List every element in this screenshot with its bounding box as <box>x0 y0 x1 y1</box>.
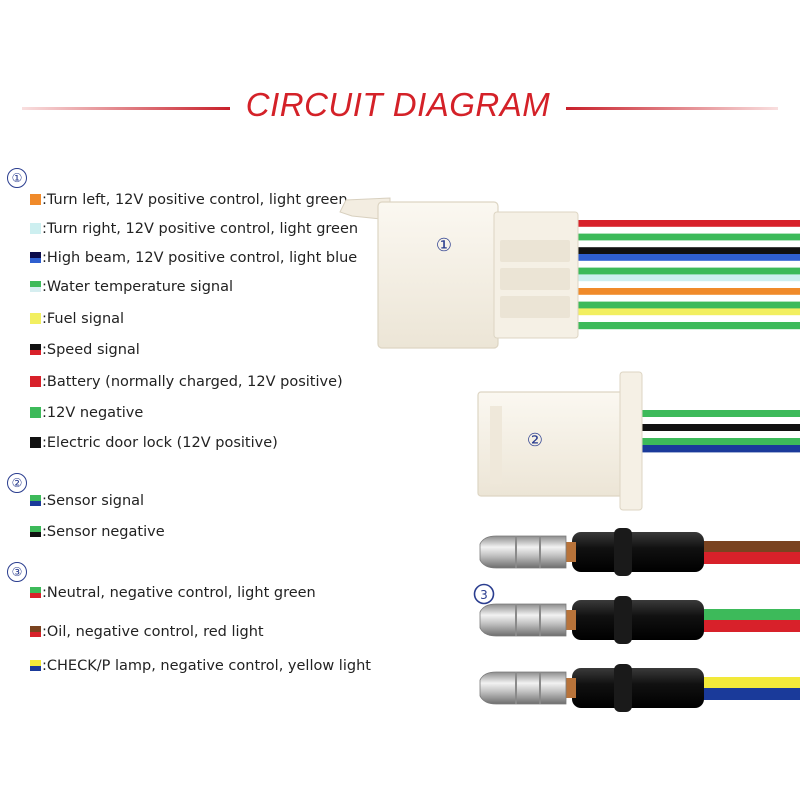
connector-1-slot <box>500 296 570 318</box>
wire-c2 <box>628 410 800 418</box>
wire-color-swatch <box>30 495 41 506</box>
wire-c2 <box>628 445 800 453</box>
wire-c1 <box>572 315 800 323</box>
heat-shrink-collar <box>614 528 632 576</box>
connector-1-body <box>377 201 499 349</box>
wire-c1 <box>572 233 800 241</box>
legend-label: :Speed signal <box>42 342 140 358</box>
connector-1-slot <box>500 240 570 262</box>
wire-c1 <box>572 220 800 228</box>
legend-label: :Electric door lock (12V positive) <box>42 435 278 451</box>
wire-color-swatch <box>30 223 41 234</box>
wire-c2 <box>628 424 800 432</box>
wire-color-swatch <box>30 587 41 598</box>
legend-label: :CHECK/P lamp, negative control, yellow … <box>42 658 371 674</box>
legend-label: :High beam, 12V positive control, light … <box>42 250 358 266</box>
legend-label: :Water temperature signal <box>42 279 233 295</box>
wire-color-swatch <box>30 344 41 355</box>
title-bar: CIRCUIT DIAGRAM <box>0 78 800 138</box>
title-divider-right <box>566 107 778 110</box>
wire-c1 <box>572 294 800 302</box>
wire-c2 <box>628 438 800 446</box>
wire-c1 <box>572 274 800 282</box>
wire-color-swatch <box>30 252 41 263</box>
wire-c3 <box>700 677 800 688</box>
bullet-terminal <box>479 671 567 705</box>
diagram-title: CIRCUIT DIAGRAM <box>245 86 551 123</box>
wire-c1 <box>572 281 800 289</box>
wire-c1 <box>572 288 800 296</box>
wire-color-swatch <box>30 194 41 205</box>
wire-color-swatch <box>30 376 41 387</box>
wire-color-swatch <box>30 526 41 537</box>
group-marker-2: ② <box>7 473 27 493</box>
wire-color-swatch <box>30 281 41 292</box>
heat-shrink-sleeve <box>572 532 704 572</box>
connector-2-flange <box>619 371 643 511</box>
group-marker-1: ① <box>7 168 27 188</box>
connector-2-rib <box>490 406 502 484</box>
wire-c1 <box>572 301 800 309</box>
wire-c3 <box>700 541 800 552</box>
legend-label: :Neutral, negative control, light green <box>42 585 316 601</box>
connector-1-slot <box>500 268 570 290</box>
legend-label: :Turn right, 12V positive control, light… <box>42 221 359 237</box>
wire-c1 <box>572 247 800 255</box>
legend-label: :Oil, negative control, red light <box>42 624 264 640</box>
wire-c3 <box>700 688 800 700</box>
wire-c1 <box>572 308 800 316</box>
wire-c2 <box>628 431 800 439</box>
wire-color-swatch <box>30 313 41 324</box>
wire-c3 <box>700 609 800 620</box>
wire-c1 <box>572 226 800 234</box>
wire-color-swatch <box>30 626 41 637</box>
bullet-terminal <box>479 603 567 637</box>
wire-color-swatch <box>30 437 41 448</box>
legend-label: :Turn left, 12V positive control, light … <box>42 192 348 208</box>
heat-shrink-collar <box>614 664 632 712</box>
legend-label: :Battery (normally charged, 12V positive… <box>42 374 343 390</box>
wire-c1 <box>572 260 800 268</box>
connector-2-marker: ② <box>527 430 543 451</box>
legend-label: :Fuel signal <box>42 311 125 327</box>
legend-label: :Sensor signal <box>42 493 145 509</box>
heat-shrink-sleeve <box>572 668 704 708</box>
connector-1-marker: ① <box>436 235 452 256</box>
connector-3-marker: 3 <box>480 588 488 602</box>
wire-c1 <box>572 254 800 262</box>
legend-label: :Sensor negative <box>42 524 165 540</box>
wire-c3 <box>700 620 800 632</box>
wire-c1 <box>572 240 800 248</box>
title-divider-left <box>22 107 230 110</box>
group-marker-3: ③ <box>7 562 27 582</box>
wire-c1 <box>572 267 800 275</box>
connector-3-marker-ring <box>473 583 495 605</box>
wire-color-swatch <box>30 407 41 418</box>
wire-c3 <box>700 552 800 564</box>
heat-shrink-sleeve <box>572 600 704 640</box>
heat-shrink-collar <box>614 596 632 644</box>
legend-label: :12V negative <box>42 405 144 421</box>
wire-color-swatch <box>30 660 41 671</box>
wire-c2 <box>628 417 800 425</box>
wire-c1 <box>572 322 800 330</box>
bullet-terminal <box>479 535 567 569</box>
